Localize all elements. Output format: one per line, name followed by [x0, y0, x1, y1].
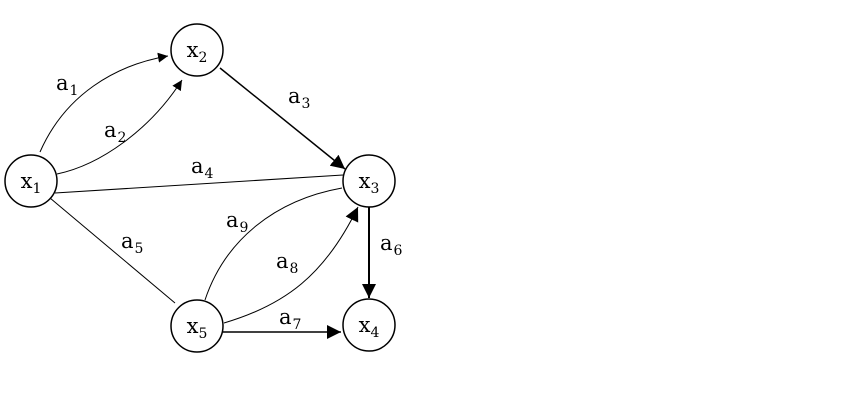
node-x5: x5	[170, 299, 224, 353]
edge-a1	[39, 52, 169, 153]
node-label-x3: x3	[359, 169, 380, 197]
edge-a8	[223, 206, 359, 324]
edge-labels: a1 a2 a3 a4 a5 a6 a7 a8 a9	[56, 71, 403, 333]
node-label-x2: x2	[187, 38, 208, 66]
nodes: x1 x2 x3 x4 x5	[4, 23, 396, 353]
edge-label-a3: a3	[288, 84, 310, 112]
node-label-x4: x4	[359, 313, 380, 341]
edge-label-a2: a2	[104, 118, 126, 146]
edge-a2	[56, 79, 183, 175]
node-x2: x2	[170, 23, 224, 77]
edge-label-a5: a5	[121, 229, 143, 257]
node-x3: x3	[342, 154, 396, 208]
edge-label-a6: a6	[380, 231, 403, 259]
edges	[39, 52, 376, 339]
edge-label-a7: a7	[279, 305, 301, 333]
edge-label-a9: a9	[226, 208, 248, 236]
edge-a5	[49, 197, 176, 304]
edge-a3	[219, 67, 346, 170]
node-label-x1: x1	[21, 169, 42, 197]
edge-label-a4: a4	[191, 154, 214, 182]
edge-label-a1: a1	[56, 71, 78, 99]
node-x4: x4	[342, 298, 396, 352]
edge-label-a8: a8	[276, 249, 298, 277]
node-label-x5: x5	[187, 314, 208, 342]
edge-a9	[204, 187, 343, 301]
edge-a4	[54, 174, 344, 194]
node-x1: x1	[4, 154, 58, 208]
